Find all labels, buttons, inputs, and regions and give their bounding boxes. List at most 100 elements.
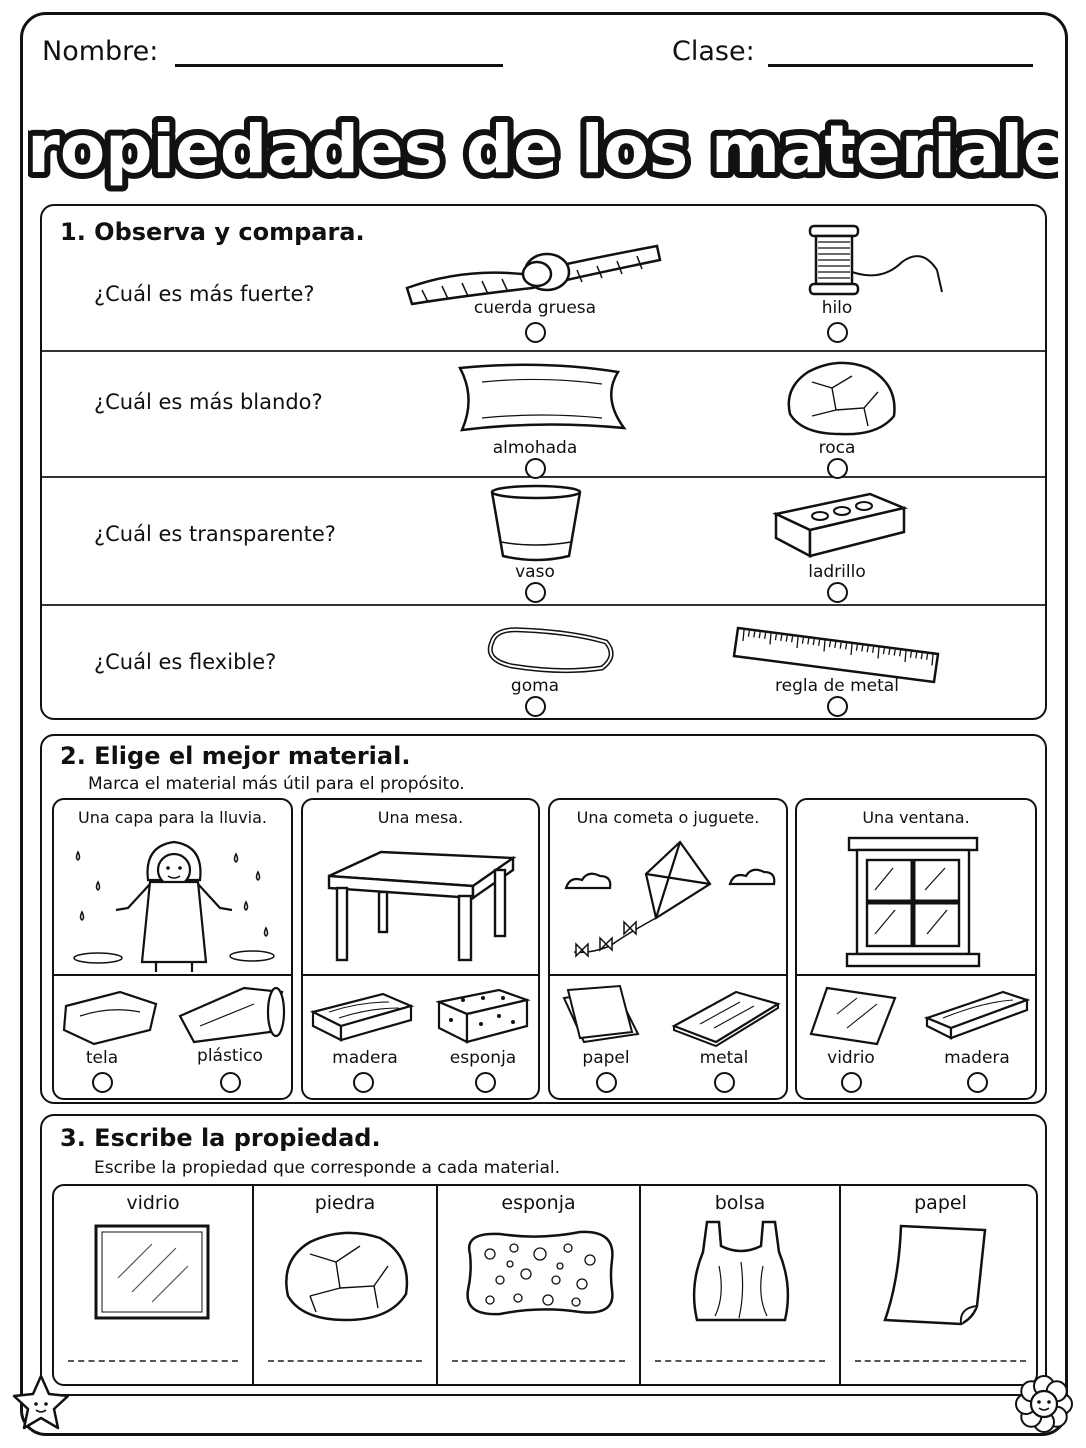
material-name: piedra (314, 1192, 376, 1214)
option-label: plástico (197, 1046, 263, 1066)
answer-line[interactable] (855, 1360, 1026, 1362)
row-divider (42, 476, 1045, 478)
option-label: hilo (821, 298, 853, 318)
class-label: Clase: (672, 36, 755, 67)
question-softer: ¿Cuál es más blando? (94, 390, 323, 414)
brick-icon (772, 492, 909, 558)
section-write-property: 3. Escribe la propiedad. Escribe la prop… (40, 1114, 1047, 1396)
class-field[interactable] (768, 64, 1033, 67)
option-label: ladrillo (808, 562, 866, 582)
name-label: Nombre: (42, 36, 159, 67)
option-label: esponja (449, 1048, 517, 1068)
row-divider (42, 350, 1045, 352)
thread-spool-icon (808, 224, 943, 296)
property-cell: esponja (438, 1186, 641, 1384)
question-flexible: ¿Cuál es flexible? (94, 650, 277, 674)
plastic-bag-icon (692, 1220, 790, 1322)
wood-plank-icon (309, 992, 415, 1042)
answer-line[interactable] (452, 1360, 625, 1362)
answer-line[interactable] (68, 1360, 238, 1362)
flower-icon (1015, 1375, 1073, 1433)
glass-icon (490, 484, 582, 562)
option-label: papel (582, 1048, 630, 1068)
card-purpose: Una ventana. (862, 808, 970, 827)
card-purpose: Una mesa. (377, 808, 464, 827)
page-title-text: Propiedades de los materiales (28, 111, 1058, 188)
option-label: roca (818, 438, 856, 458)
answer-radio-wood[interactable] (353, 1072, 374, 1093)
paper-sheets-icon (562, 984, 640, 1044)
answer-radio-ruler[interactable] (827, 696, 848, 717)
window-icon (845, 836, 981, 968)
option-label: goma (510, 676, 560, 696)
paper-sheet-icon (883, 1224, 987, 1326)
section2-subtitle: Marca el material más útil para el propó… (88, 774, 465, 794)
metal-ruler-icon (732, 626, 940, 684)
option-label: vaso (515, 562, 555, 582)
kite-icon (564, 840, 776, 958)
name-field[interactable] (175, 64, 503, 67)
answer-radio-cloth[interactable] (92, 1072, 113, 1093)
card-divider (303, 974, 538, 976)
section2-heading: 2. Elige el mejor material. (60, 742, 411, 770)
question-stronger: ¿Cuál es más fuerte? (94, 282, 315, 306)
property-cell: papel (841, 1186, 1036, 1384)
section-choose-material: 2. Elige el mejor material. Marca el mat… (40, 734, 1047, 1104)
material-name: esponja (501, 1192, 576, 1214)
rope-icon (405, 244, 662, 306)
card-purpose: Una capa para la lluvia. (78, 808, 267, 827)
card-table: Una mesa. (301, 798, 540, 1100)
answer-radio-glass-pane[interactable] (841, 1072, 862, 1093)
answer-radio-plastic[interactable] (220, 1072, 241, 1093)
card-divider (550, 974, 786, 976)
rock-icon (787, 361, 896, 436)
option-label: metal (699, 1048, 749, 1068)
property-cell: vidrio (54, 1186, 254, 1384)
row-divider (42, 604, 1045, 606)
answer-line[interactable] (268, 1360, 422, 1362)
card-raincoat: Una capa para la lluvia. (52, 798, 293, 1100)
card-divider (797, 974, 1035, 976)
property-table: vidrio piedra esponja bols (52, 1184, 1038, 1386)
child-raincoat-icon (73, 840, 275, 972)
answer-radio-wood-board[interactable] (967, 1072, 988, 1093)
cloth-icon (62, 990, 158, 1046)
card-kite: Una cometa o juguete. (548, 798, 788, 1100)
star-icon (12, 1374, 70, 1430)
card-window: Una ventana. vidrio madera (795, 798, 1037, 1100)
option-label: madera (944, 1048, 1010, 1068)
answer-line[interactable] (655, 1360, 825, 1362)
property-cell: bolsa (641, 1186, 841, 1384)
sponge-icon (466, 1230, 614, 1316)
answer-radio-thread[interactable] (827, 322, 848, 343)
answer-radio-rock[interactable] (827, 458, 848, 479)
answer-radio-metal[interactable] (714, 1072, 735, 1093)
card-purpose: Una cometa o juguete. (576, 808, 760, 827)
answer-radio-glass[interactable] (525, 582, 546, 603)
property-cell: piedra (254, 1186, 438, 1384)
wood-board-icon (923, 990, 1031, 1040)
option-label: cuerda gruesa (473, 298, 597, 318)
page-title: Propiedades de los materiales (0, 92, 1086, 202)
sponge-icon (435, 988, 531, 1044)
card-divider (54, 974, 291, 976)
material-name: papel (914, 1192, 967, 1214)
answer-radio-brick[interactable] (827, 582, 848, 603)
glass-pane-icon (809, 986, 897, 1046)
rubber-band-icon (487, 627, 614, 674)
answer-radio-sponge[interactable] (475, 1072, 496, 1093)
answer-radio-rope[interactable] (525, 322, 546, 343)
material-name: bolsa (714, 1192, 766, 1214)
answer-radio-paper[interactable] (596, 1072, 617, 1093)
option-label: almohada (492, 438, 578, 458)
plastic-sheet-icon (178, 986, 286, 1044)
table-icon (327, 850, 517, 962)
option-label: madera (332, 1048, 398, 1068)
section3-heading: 3. Escribe la propiedad. (60, 1124, 381, 1152)
answer-radio-pillow[interactable] (525, 458, 546, 479)
glass-pane-icon (94, 1224, 210, 1320)
answer-radio-rubber-band[interactable] (525, 696, 546, 717)
option-label: tela (85, 1048, 119, 1068)
material-name: vidrio (126, 1192, 180, 1214)
option-label: vidrio (827, 1048, 875, 1068)
